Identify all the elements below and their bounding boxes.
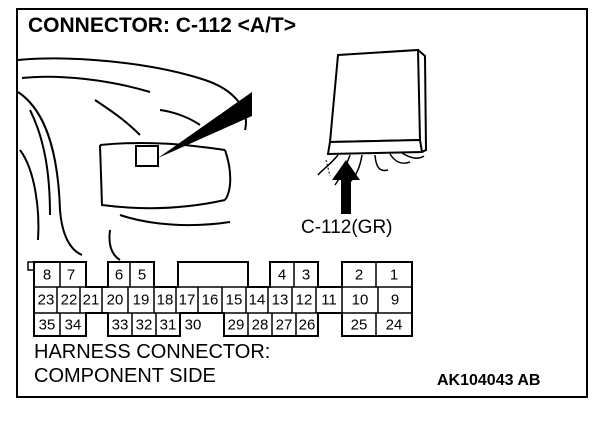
- pointer-wedge-icon: [158, 92, 252, 158]
- pin-22: 22: [61, 292, 78, 309]
- pin-9: 9: [391, 292, 399, 309]
- pin-35: 35: [39, 317, 56, 334]
- pin-20: 20: [107, 292, 124, 309]
- pin-29: 29: [228, 317, 245, 334]
- pin-34: 34: [65, 317, 82, 334]
- caption-line-1: HARNESS CONNECTOR:: [34, 341, 271, 363]
- pin-32: 32: [136, 317, 153, 334]
- pin-2: 2: [355, 267, 363, 284]
- dash-connector-icon: [135, 145, 159, 167]
- pin-3: 3: [302, 267, 310, 284]
- pin-17: 17: [179, 292, 196, 309]
- pin-6: 6: [115, 267, 123, 284]
- pin-1: 1: [390, 267, 398, 284]
- pin-7: 7: [67, 267, 75, 284]
- dashboard-illustration: [17, 57, 247, 261]
- pin-19: 19: [133, 292, 150, 309]
- pin-8: 8: [43, 267, 51, 284]
- connector-face: [27, 261, 413, 337]
- pin-31: 31: [160, 317, 177, 334]
- pin-5: 5: [138, 267, 146, 284]
- diagram-title: CONNECTOR: C-112 <A/T>: [28, 14, 297, 37]
- pin-13: 13: [272, 292, 289, 309]
- pointer-arrow-icon: [332, 160, 360, 214]
- pin-25: 25: [351, 317, 368, 334]
- pin-10: 10: [352, 292, 369, 309]
- pin-30: 30: [185, 317, 202, 334]
- caption-line-2: COMPONENT SIDE: [34, 365, 216, 387]
- pin-23: 23: [38, 292, 55, 309]
- diagram-frame: [16, 8, 588, 398]
- control-unit-icon: [317, 48, 428, 186]
- pin-15: 15: [226, 292, 243, 309]
- pin-28: 28: [252, 317, 269, 334]
- pin-14: 14: [249, 292, 266, 309]
- pin-26: 26: [299, 317, 316, 334]
- pin-21: 21: [83, 292, 100, 309]
- connector-callout-label: C-112(GR): [301, 217, 393, 238]
- pin-11: 11: [321, 292, 337, 309]
- document-id: AK104043 AB: [437, 372, 541, 389]
- pin-24: 24: [386, 317, 403, 334]
- pin-33: 33: [112, 317, 129, 334]
- pin-16: 16: [202, 292, 219, 309]
- pin-27: 27: [276, 317, 293, 334]
- pin-12: 12: [296, 292, 313, 309]
- pin-18: 18: [157, 292, 174, 309]
- pin-4: 4: [278, 267, 286, 284]
